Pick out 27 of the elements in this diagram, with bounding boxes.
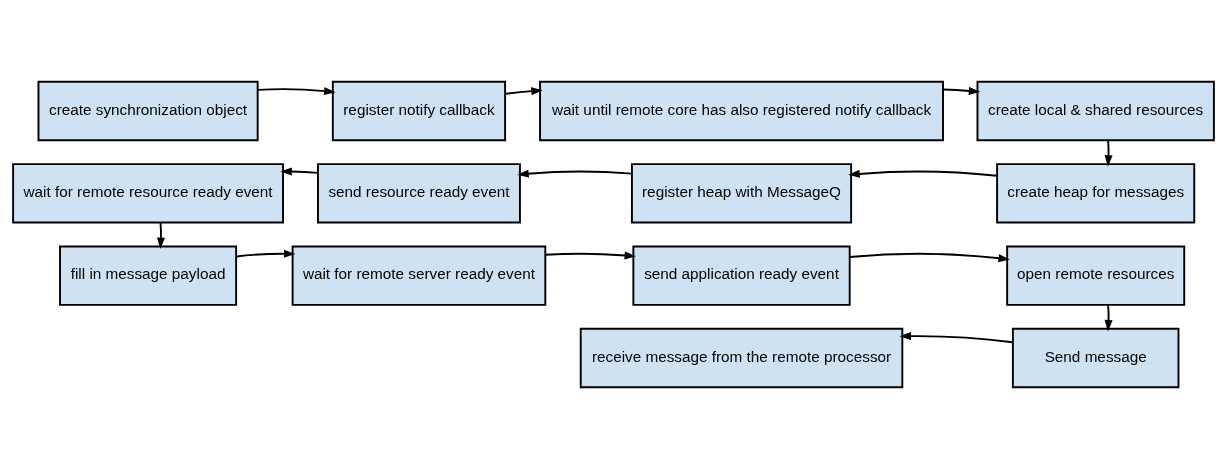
arrow: [517, 169, 633, 178]
arrow: [544, 250, 637, 259]
arrow: [848, 169, 998, 178]
arrow: [156, 221, 165, 249]
node-box: receive message from the remote processor: [579, 327, 904, 388]
node-box: Send message: [1011, 327, 1180, 388]
node-box: wait for remote server ready event: [291, 245, 547, 306]
arrow: [942, 86, 981, 95]
arrow: [1104, 139, 1113, 167]
arrow: [280, 167, 319, 176]
node-box: create synchronization object: [37, 80, 259, 141]
arrow: [504, 86, 543, 95]
arrow: [235, 249, 296, 258]
node-box: send resource ready event: [317, 162, 521, 223]
node-box: register heap with MessageQ: [630, 162, 853, 223]
node-box: fill in message payload: [59, 245, 238, 306]
node-box: create local & shared resources: [976, 80, 1215, 141]
node-box: send application ready event: [632, 245, 851, 306]
node-box: create heap for messages: [996, 162, 1196, 223]
node-box: open remote resources: [1006, 245, 1186, 306]
arrow: [848, 252, 1010, 262]
node-box: wait until remote core has also registered notify callback: [539, 80, 944, 141]
node-box: register notify callback: [331, 80, 507, 141]
arrow: [256, 86, 336, 95]
arrow: [899, 331, 1014, 343]
arrow: [1104, 303, 1113, 331]
node-box: wait for remote resource ready event: [12, 162, 284, 223]
